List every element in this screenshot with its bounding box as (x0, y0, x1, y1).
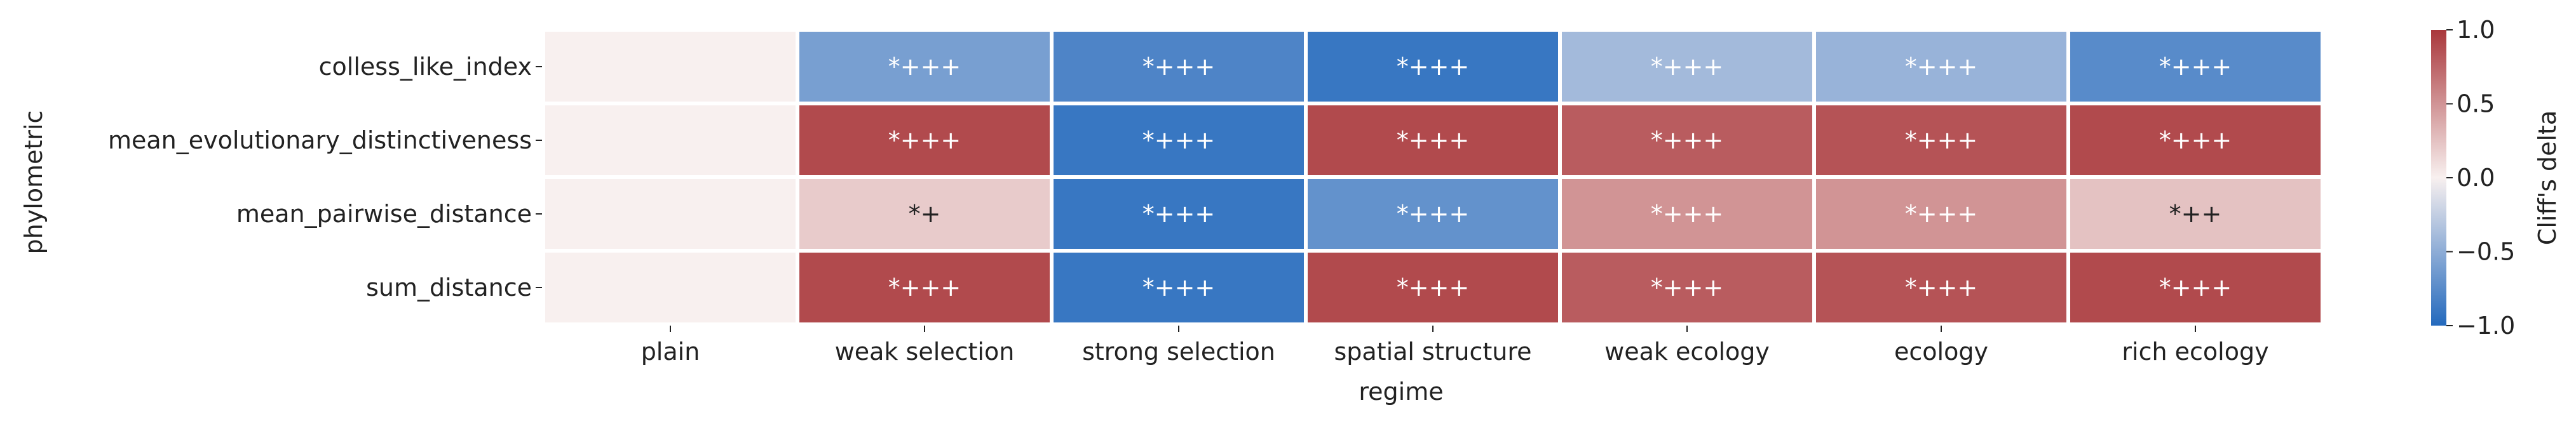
heatmap-cell (545, 32, 796, 102)
cell-annotation: *+++ (1905, 200, 1978, 228)
y-tick-label: mean_pairwise_distance (236, 200, 532, 228)
cell-annotation: *+++ (2159, 274, 2232, 301)
cell-annotation: *+++ (1397, 53, 1470, 81)
heatmap-cell (1816, 179, 2066, 249)
heatmap-cell (1054, 32, 1304, 102)
cell-annotation: *+++ (888, 126, 961, 154)
heatmap-cell (1562, 32, 1812, 102)
cell-annotation: *+++ (2159, 53, 2232, 81)
colorbar-tick-label: −1.0 (2457, 312, 2515, 340)
x-tick-label: ecology (1894, 338, 1988, 366)
heatmap-cell (1054, 253, 1304, 322)
heatmap-cell (545, 253, 796, 322)
heatmap-cell (545, 179, 796, 249)
cell-annotation: *+++ (1651, 200, 1724, 228)
cell-annotation: *+++ (1651, 126, 1724, 154)
x-axis-ticks: plain weak selection strong selection spati… (641, 326, 2269, 366)
heatmap-cell (1816, 32, 2066, 102)
x-tick-label: spatial structure (1334, 338, 1531, 366)
colorbar-tick-label: 0.5 (2457, 90, 2495, 118)
heatmap-cell (799, 32, 1050, 102)
x-tick-label: plain (641, 338, 700, 366)
cell-annotation: *+++ (2159, 126, 2232, 154)
heatmap-cell (1562, 105, 1812, 175)
cell-annotation: *+++ (1142, 126, 1216, 154)
cell-annotation: *+++ (888, 274, 961, 301)
heatmap-cell (2070, 179, 2321, 249)
heatmap-cell (1054, 105, 1304, 175)
heatmap-cell (1308, 32, 1558, 102)
cell-annotation: *++ (2169, 200, 2222, 228)
x-tick-label: rich ecology (2122, 338, 2268, 366)
colorbar-tick-label: −0.5 (2457, 238, 2515, 266)
cell-annotation: *+++ (1397, 126, 1470, 154)
heatmap-cell (1308, 179, 1558, 249)
heatmap-cell (799, 179, 1050, 249)
colorbar (2431, 30, 2446, 326)
cell-annotation: *+++ (1651, 53, 1724, 81)
x-tick-label: weak selection (835, 338, 1015, 366)
heatmap-cell (1054, 179, 1304, 249)
heatmap-cell (1308, 105, 1558, 175)
heatmap-cell (1562, 179, 1812, 249)
heatmap-cell (1816, 105, 2066, 175)
cell-annotation: *+++ (1905, 274, 1978, 301)
cell-annotation: *+++ (1142, 200, 1216, 228)
heatmap-cell (2070, 105, 2321, 175)
heatmap-cells (545, 32, 2321, 322)
x-axis-label: regime (1359, 378, 1443, 406)
y-tick-label: sum_distance (366, 274, 532, 301)
cell-annotations: *+++ *+++ *+++ *+++ *+++ *+++ *+++ *+++ *+++ *+++… (888, 53, 2232, 301)
y-tick-label: mean_evolutionary_distinctiveness (108, 126, 532, 154)
cell-annotation: *+++ (1397, 200, 1470, 228)
x-tick-label: weak ecology (1604, 338, 1770, 366)
cell-annotation: *+++ (1142, 274, 1216, 301)
y-axis-ticks: colless_like_index mean_evolutionary_dist… (108, 53, 542, 301)
y-tick-label: colless_like_index (319, 53, 532, 81)
cell-annotation: *+++ (1397, 274, 1470, 301)
cell-annotation: *+++ (888, 53, 961, 81)
colorbar-tick-label: 0.0 (2457, 164, 2495, 192)
cell-annotation: *+++ (1651, 274, 1724, 301)
heatmap-cell (545, 105, 796, 175)
heatmap-cell (2070, 253, 2321, 322)
heatmap-cell (799, 253, 1050, 322)
cell-annotation: *+++ (1142, 53, 1216, 81)
colorbar-tick-label: 1.0 (2457, 16, 2495, 44)
colorbar-label: Cliff's delta (2533, 110, 2561, 245)
y-axis-label: phylometric (20, 110, 48, 255)
cell-annotation: *+++ (1905, 126, 1978, 154)
heatmap-cell (1816, 253, 2066, 322)
cell-annotation: *+ (909, 200, 941, 228)
colorbar-ticks: −1.0 −0.5 0.0 0.5 1.0 (2446, 16, 2515, 340)
heatmap-cell (799, 105, 1050, 175)
heatmap-cell (2070, 32, 2321, 102)
cell-annotation: *+++ (1905, 53, 1978, 81)
x-tick-label: strong selection (1082, 338, 1275, 366)
heatmap-cell (1308, 253, 1558, 322)
heatmap-cell (1562, 253, 1812, 322)
